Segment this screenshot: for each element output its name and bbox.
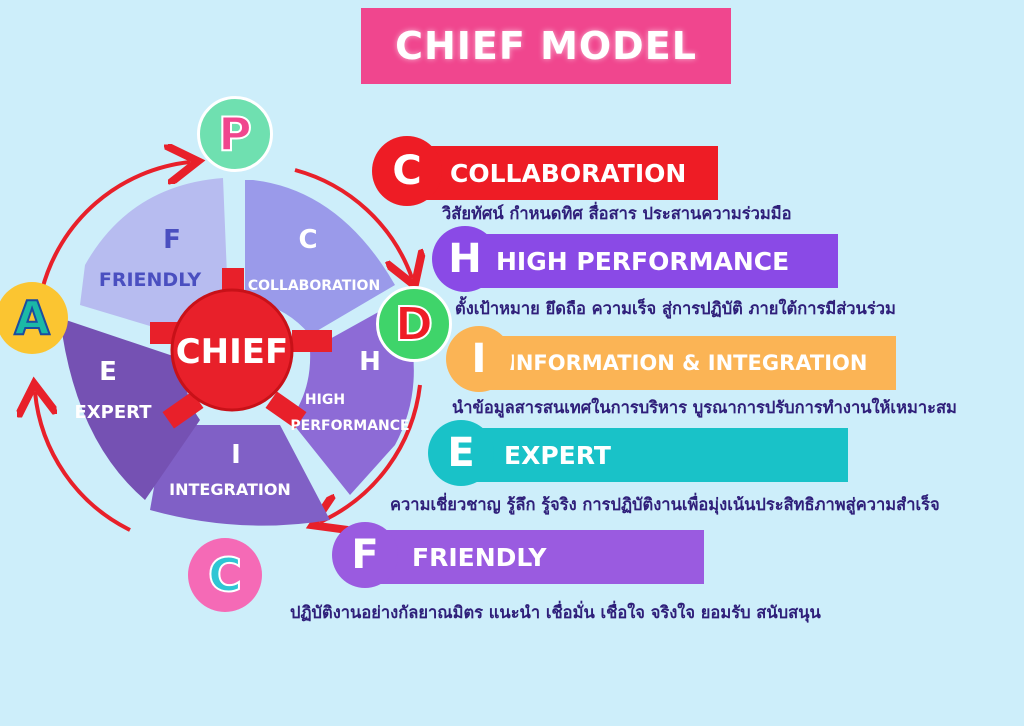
item-title-collaboration: COLLABORATION <box>450 158 687 188</box>
cycle-arrow-d-to-c <box>320 384 422 522</box>
item-circle-i: I <box>446 326 512 392</box>
item-bar-expert: EXPERT <box>458 428 848 482</box>
item-title-expert: EXPERT <box>504 440 611 470</box>
item-letter-e: E <box>447 430 475 476</box>
badge-a-letter: A <box>13 290 51 346</box>
item-bar-friendly: FRIENDLY <box>362 530 704 584</box>
center-circle <box>170 288 294 412</box>
item-circle-c: C <box>372 136 442 206</box>
item-bar-collaboration: COLLABORATION <box>400 146 718 200</box>
cycle-arrow-c-to-a <box>35 392 131 532</box>
segment-label-friendly: FRIENDLY <box>99 269 201 291</box>
segment-letter-i: I <box>231 440 241 470</box>
segment-label-performance: PERFORMANCE <box>290 418 409 434</box>
item-desc-friendly: ปฏิบัติงานอย่างกัลยาณมิตร แนะนำ เชื่อมั่… <box>290 603 821 622</box>
badge-p-letter: P <box>217 106 253 162</box>
segment-letter-c: C <box>298 225 317 255</box>
page-title: CHIEF MODEL <box>395 24 697 68</box>
badge-p: P <box>197 96 273 172</box>
segment-letter-e: E <box>99 357 117 387</box>
item-circle-f: F <box>332 522 398 588</box>
badge-a: A <box>0 282 68 354</box>
center-label: CHIEF <box>176 332 289 372</box>
segment-label-high: HIGH <box>305 392 345 408</box>
item-desc-collaboration: วิสัยทัศน์ กำหนดทิศ สื่อสาร ประสานความร่… <box>442 204 792 223</box>
segment-label-collaboration: COLLABORATION <box>248 278 380 294</box>
item-title-information: INFORMATION & INTEGRATION <box>508 351 868 375</box>
cycle-arrow-p-to-d <box>294 168 412 278</box>
badge-d: D <box>376 286 452 362</box>
item-bar-information: INFORMATION & INTEGRATION <box>472 336 896 390</box>
item-letter-h: H <box>448 236 482 282</box>
segment-label-expert: EXPERT <box>75 402 153 423</box>
segment-expert <box>60 318 200 500</box>
item-title-high-performance: HIGH PERFORMANCE <box>496 246 790 276</box>
item-title-friendly: FRIENDLY <box>412 542 547 572</box>
item-desc-information: นำข้อมูลสารสนเทศในการบริหาร บูรณาการปรับ… <box>452 398 957 417</box>
cycle-arrow-a-to-p <box>40 162 190 291</box>
segment-collaboration <box>245 180 395 335</box>
item-bar-high-performance: HIGH PERFORMANCE <box>458 234 838 288</box>
item-letter-c: C <box>392 148 422 194</box>
segment-friendly <box>80 178 228 335</box>
title-banner: CHIEF MODEL <box>361 8 731 84</box>
badge-c-letter: C <box>207 547 243 603</box>
item-letter-i: I <box>471 336 487 382</box>
item-desc-high-performance: ตั้งเป้าหมาย ยึดถือ ความเร็จ สู่การปฏิบั… <box>455 299 896 318</box>
item-letter-f: F <box>351 532 379 578</box>
segment-label-integration: INTEGRATION <box>169 480 291 499</box>
item-circle-h: H <box>432 226 498 292</box>
badge-c: C <box>188 538 262 612</box>
segment-integration <box>150 425 330 526</box>
segment-letter-h: H <box>359 347 381 377</box>
chief-wheel-diagram: CHIEF C COLLABORATION H HIGH PERFORMANCE… <box>0 0 520 726</box>
segment-letter-f: F <box>163 225 181 255</box>
item-circle-e: E <box>428 420 494 486</box>
item-desc-expert: ความเชี่ยวชาญ รู้ลึก รู้จริง การปฏิบัติง… <box>390 495 940 514</box>
badge-d-letter: D <box>394 296 434 352</box>
